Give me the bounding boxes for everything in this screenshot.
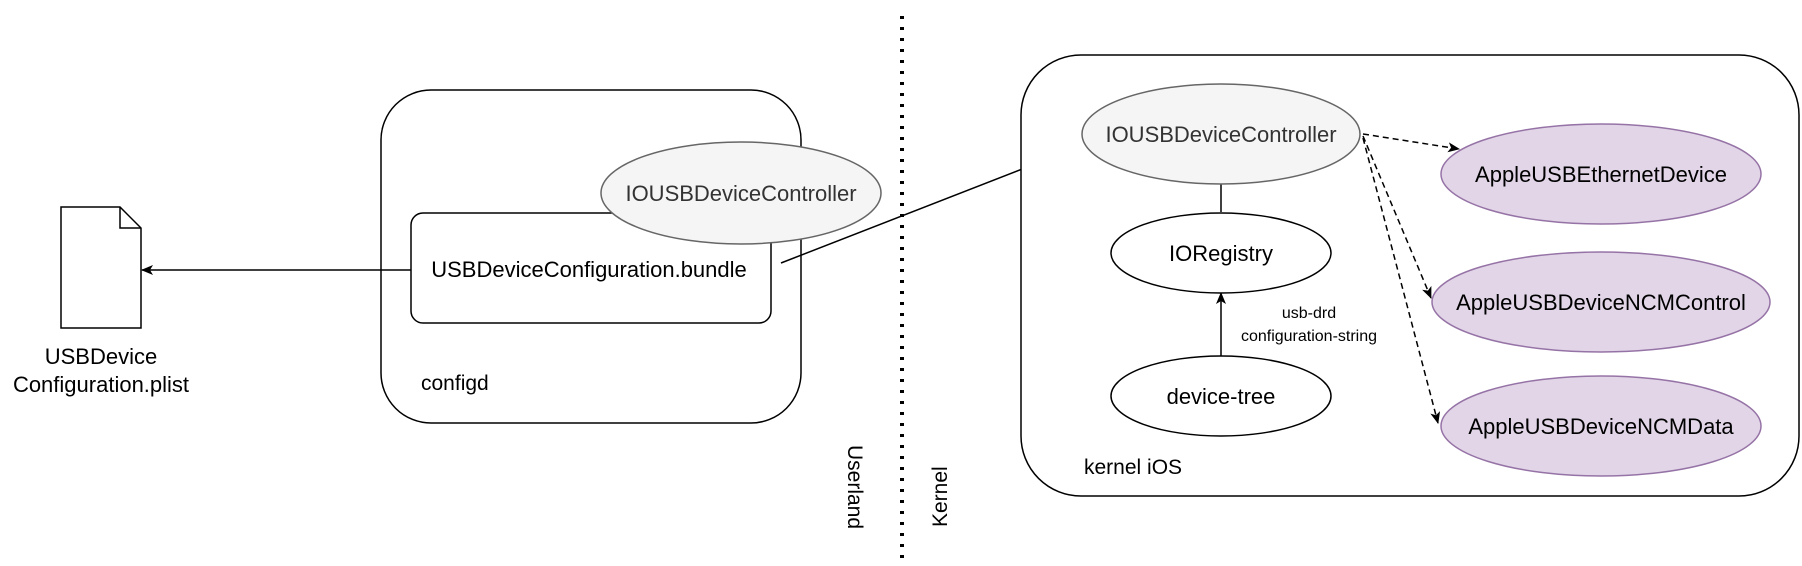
device-tree-ellipse <box>1110 355 1332 437</box>
driver-ellipse <box>1440 375 1762 477</box>
kernel-controller-label: IOUSBDeviceController <box>1105 122 1336 147</box>
driver-node-ncmcontrol[interactable]: AppleUSBDeviceNCMControl <box>1431 251 1771 353</box>
file-icon-fold <box>119 207 141 229</box>
edge-controller-to-ncmdata <box>1362 137 1441 424</box>
driver-label: AppleUSBDeviceNCMData <box>1468 414 1734 439</box>
kernel-controller-node[interactable]: IOUSBDeviceController <box>1081 83 1361 185</box>
device-tree-label: device-tree <box>1167 384 1276 409</box>
userland-label: Userland <box>843 445 866 529</box>
configd-label: configd <box>421 372 489 395</box>
edge-label-line2: configuration-string <box>1241 328 1377 345</box>
ioregistry-ellipse <box>1110 212 1332 294</box>
ioregistry-node[interactable]: IORegistry <box>1110 212 1332 294</box>
edge-label-line1: usb-drd <box>1282 305 1336 322</box>
driver-node-ncmdata[interactable]: AppleUSBDeviceNCMData <box>1440 375 1762 477</box>
kernel-label-text: kernel iOS <box>1084 456 1182 479</box>
driver-ellipse <box>1431 251 1771 353</box>
file-name-line2: Configuration.plist <box>13 372 189 397</box>
edge-controller-to-ethernet <box>1362 133 1460 153</box>
bundle-box <box>410 212 772 324</box>
userland-controller-ellipse <box>600 141 882 245</box>
userland-controller-label: IOUSBDeviceController <box>625 181 856 206</box>
driver-ellipse <box>1440 123 1762 225</box>
file-name-line1: USBDevice <box>45 344 157 369</box>
kernel-controller-ellipse <box>1081 83 1361 185</box>
bundle-node[interactable]: USBDeviceConfiguration.bundle <box>410 212 772 324</box>
driver-label: AppleUSBDeviceNCMControl <box>1456 290 1746 315</box>
file-icon <box>60 206 142 329</box>
driver-node-ethernet[interactable]: AppleUSBEthernetDevice <box>1440 123 1762 225</box>
bundle-label: USBDeviceConfiguration.bundle <box>431 257 747 282</box>
userland-kernel-divider: Userland Kernel <box>843 16 952 563</box>
plist-file[interactable]: USBDevice Configuration.plist <box>13 206 189 397</box>
ioregistry-label: IORegistry <box>1169 241 1273 266</box>
driver-label: AppleUSBEthernetDevice <box>1475 162 1727 187</box>
kernel-label: Kernel <box>929 466 952 527</box>
userland-controller-node[interactable]: IOUSBDeviceController <box>600 141 882 245</box>
device-tree-node[interactable]: device-tree <box>1110 355 1332 437</box>
